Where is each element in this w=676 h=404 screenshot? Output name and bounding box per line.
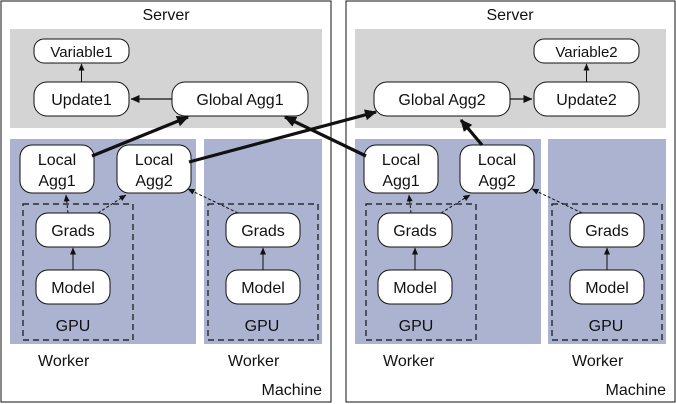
arrow-m2-w1-grads-to-local-agg2 — [440, 194, 471, 214]
m2-w1-gpu-label: GPU — [399, 318, 434, 335]
machine-1-worker-2-gpu-1-box — [207, 203, 319, 341]
machine-2-server-label: Server — [486, 7, 534, 24]
m1-w1-gpu-label: GPU — [56, 318, 91, 335]
m1-w2-gpu-label: GPU — [245, 318, 280, 335]
m2-local-agg1-line-1: Local — [382, 152, 420, 169]
machine-2-worker-1-gpu-1-box — [365, 203, 477, 341]
m2-machine-label: Machine — [606, 382, 667, 399]
m1-local-agg2-line-2: Agg2 — [135, 173, 172, 190]
m2-worker-1-label: Worker — [383, 353, 435, 370]
m1-w2-grads-node — [225, 212, 301, 248]
m1-local-agg1-line-2: Agg1 — [38, 173, 75, 190]
arrow-m1-local-agg1-to-global-agg1 — [91, 115, 189, 158]
m1-local-agg1-line-1: Local — [38, 152, 76, 169]
m1-local-agg2-node — [116, 144, 192, 194]
machine-1-worker-1-gpu-1-box — [22, 203, 134, 341]
update1-label: Update1 — [51, 92, 112, 109]
variable1-label: Variable1 — [50, 44, 112, 61]
m1-w2-grads-label: Grads — [241, 223, 285, 240]
m2-w1-model-label: Model — [393, 280, 437, 297]
m1-w1-grads-label: Grads — [51, 223, 95, 240]
m2-w2-grads-node — [569, 212, 645, 248]
m2-w2-grads-label: Grads — [585, 223, 629, 240]
m2-local-agg1-line-2: Agg1 — [382, 173, 419, 190]
variable2-node — [533, 38, 640, 64]
arrow-m1-local-agg2-to-global-agg2 — [188, 109, 377, 164]
m2-w1-grads-node — [377, 212, 453, 248]
m2-w1-grads-label: Grads — [393, 223, 437, 240]
arrow-m2-w2-grads-to-local-agg2 — [531, 188, 583, 214]
global-agg2-label: Global Agg2 — [398, 92, 485, 109]
m2-w2-model-label: Model — [585, 280, 629, 297]
m2-local-agg1-node — [363, 144, 439, 194]
m1-worker-1-label: Worker — [38, 353, 90, 370]
m1-local-agg2-line-1: Local — [135, 152, 173, 169]
machine-1: Server Variable1 Update1 Global Agg1 Loc… — [0, 0, 332, 403]
m1-w2-model-label: Model — [241, 280, 285, 297]
arrow-m2-local-agg1-to-global-agg1 — [284, 115, 367, 158]
m1-local-agg1-node — [19, 144, 95, 194]
machine-2-worker-2-gpu-1-box — [551, 203, 663, 341]
m2-w2-gpu-label: GPU — [589, 318, 624, 335]
arrow-m2-w1-grads-to-local-agg1 — [406, 194, 413, 214]
m2-local-agg2-node — [459, 144, 535, 194]
arrow-m1-w1-grads-to-local-agg2 — [97, 194, 127, 214]
arrow-m2-local-agg2-to-global-agg2 — [459, 118, 484, 147]
m2-local-agg2-line-1: Local — [478, 152, 516, 169]
arrow-m1-w2-grads-to-local-agg2 — [187, 188, 239, 214]
m1-w1-model-label: Model — [51, 280, 95, 297]
m2-worker-2-label: Worker — [572, 353, 624, 370]
m1-w1-grads-node — [35, 212, 111, 248]
m2-local-agg2-line-2: Agg2 — [478, 173, 515, 190]
machine-2: Server Variable2 Update2 Global Agg2 Loc… — [345, 0, 676, 403]
variable1-node — [33, 38, 130, 64]
update2-label: Update2 — [556, 92, 617, 109]
aggregation-arrows — [91, 109, 484, 164]
m1-worker-2-label: Worker — [228, 353, 280, 370]
m1-machine-label: Machine — [262, 382, 323, 399]
global-agg1-label: Global Agg1 — [196, 92, 283, 109]
arrow-m1-w1-grads-to-local-agg1 — [63, 194, 70, 214]
machine-1-server-label: Server — [142, 7, 190, 24]
variable2-label: Variable2 — [555, 44, 617, 61]
